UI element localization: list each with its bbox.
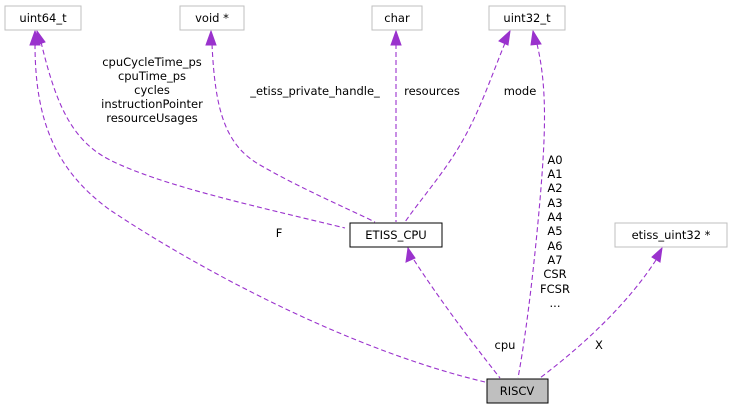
node-box <box>349 222 443 248</box>
node-label: uint64_t <box>19 11 67 25</box>
node-label: RISCV <box>500 384 535 398</box>
edge-label-line: ... <box>550 296 561 310</box>
edge-line <box>413 259 501 379</box>
edge-line <box>211 43 376 223</box>
node-label: char <box>384 11 410 25</box>
edge-label-line: A5 <box>547 224 562 238</box>
edge-label-line: A1 <box>547 167 562 181</box>
node-label: etiss_uint32 * <box>632 228 711 242</box>
edge-label-line: A2 <box>547 181 562 195</box>
edge-label-line: CSR <box>543 267 566 281</box>
node-box <box>4 5 82 31</box>
edge-uint32-to-etiss-cpu <box>404 29 511 223</box>
edge-label-line: A3 <box>547 196 562 210</box>
edge-label-line: instructionPointer <box>101 97 203 111</box>
edge-label-uint64-to-etiss-cpu: cpuCycleTime_ps cpuTime_ps cycles instru… <box>101 55 203 125</box>
edge-label-line: A0 <box>547 153 562 167</box>
arrowhead <box>205 29 217 46</box>
node-box <box>614 222 728 248</box>
node-etiss-cpu[interactable]: ETISS_CPU <box>349 222 443 248</box>
node-box <box>371 5 423 31</box>
node-riscv[interactable]: RISCV <box>486 378 549 404</box>
edge-uint32-to-riscv <box>517 29 546 379</box>
arrowhead <box>29 29 41 46</box>
edge-label-char-to-etiss-cpu: resources <box>404 84 460 98</box>
edge-label-line: cycles <box>134 83 170 97</box>
node-char[interactable]: char <box>371 5 423 31</box>
node-uint32-t[interactable]: uint32_t <box>488 5 566 31</box>
node-box <box>488 5 566 31</box>
edge-label-uint64-to-riscv: F <box>276 226 283 240</box>
edge-label-uint32-to-riscv: A0 A1 A2 A3 A4 A5 A6 A7 CSR FCSR ... <box>540 153 570 310</box>
node-box <box>179 5 245 31</box>
edge-line <box>539 259 657 379</box>
node-etiss-uint32-ptr[interactable]: etiss_uint32 * <box>614 222 728 248</box>
edge-uint64-to-riscv <box>29 29 486 383</box>
edge-label-line: FCSR <box>540 282 570 296</box>
edge-void-to-etiss-cpu <box>205 29 376 223</box>
arrowhead <box>498 29 511 46</box>
edge-line <box>40 41 346 229</box>
node-label: uint32_t <box>503 11 551 25</box>
edge-line <box>404 42 506 223</box>
edge-label-line: A4 <box>547 210 562 224</box>
edge-line <box>34 43 486 383</box>
edge-char-to-etiss-cpu <box>390 29 402 222</box>
edge-label-line: A6 <box>547 239 562 253</box>
edge-label-uint32-to-etiss-cpu: mode <box>504 84 537 98</box>
node-label: void * <box>195 11 229 25</box>
edge-label-line: cpuTime_ps <box>118 69 186 83</box>
arrowhead <box>390 29 402 46</box>
edge-label-line: resourceUsages <box>106 111 198 125</box>
edge-etiss-cpu-to-riscv <box>405 246 501 379</box>
edge-line <box>517 43 546 379</box>
node-uint64-t[interactable]: uint64_t <box>4 5 82 31</box>
edge-label-etiss-cpu-to-riscv: cpu <box>495 338 516 352</box>
edge-label-etiss-uint32-to-riscv: X <box>595 338 603 352</box>
node-box <box>486 378 549 404</box>
edge-etiss-uint32-to-riscv <box>539 246 663 379</box>
arrowhead <box>530 29 542 46</box>
node-label: ETISS_CPU <box>365 228 426 242</box>
edge-label-void-to-etiss-cpu: _etiss_private_handle_ <box>249 84 380 98</box>
node-void-ptr[interactable]: void * <box>179 5 245 31</box>
arrowhead <box>405 246 416 263</box>
arrowhead <box>651 246 663 263</box>
edge-label-line: cpuCycleTime_ps <box>102 55 202 69</box>
edge-label-line: A7 <box>547 253 562 267</box>
